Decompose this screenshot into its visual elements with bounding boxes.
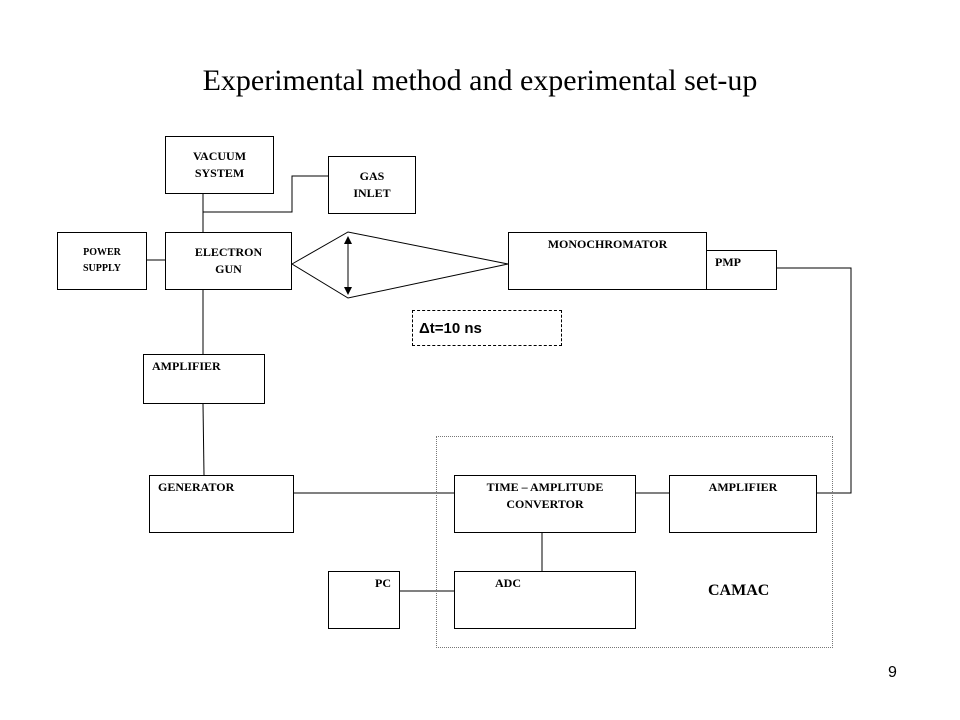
gas-inlet-box: GAS INLET — [328, 156, 416, 214]
light-path — [291, 231, 509, 299]
wire-gas-inlet — [203, 175, 328, 213]
generator-box: GENERATOR — [149, 475, 294, 533]
vacuum-system-label: VACUUM SYSTEM — [192, 149, 247, 180]
adc-box: ADC — [454, 571, 636, 629]
page-number: 9 — [888, 664, 897, 681]
adc-label: ADC — [495, 576, 521, 590]
amplifier-left-label: AMPLIFIER — [152, 359, 221, 373]
camac-label: CAMAC — [708, 582, 770, 599]
tac-box: TIME – AMPLITUDE CONVERTOR — [454, 475, 636, 533]
power-supply-box: POWER SUPPLY — [57, 232, 147, 290]
pmp-box: PMP — [706, 250, 777, 290]
delta-t-label: Δt=10 ns — [412, 310, 562, 346]
amplifier-right-label: AMPLIFIER — [708, 480, 778, 494]
pc-label: PC — [375, 576, 391, 590]
pmp-label: PMP — [715, 255, 741, 269]
generator-label: GENERATOR — [158, 480, 235, 494]
amplifier-left-box: AMPLIFIER — [143, 354, 265, 404]
tac-label: TIME – AMPLITUDE CONVERTOR — [486, 480, 604, 511]
monochromator-label: MONOCHROMATOR — [547, 237, 668, 251]
electron-gun-label: ELECTRON GUN — [194, 245, 263, 276]
gas-inlet-label: GAS INLET — [353, 169, 391, 200]
pc-box: PC — [328, 571, 400, 629]
wire-amplifier-generator — [202, 403, 205, 476]
monochromator-box: MONOCHROMATOR — [508, 232, 707, 290]
electron-gun-box: ELECTRON GUN — [165, 232, 292, 290]
vacuum-system-box: VACUUM SYSTEM — [165, 136, 274, 194]
power-supply-label: POWER SUPPLY — [83, 247, 121, 274]
wire-pmp-amplifier — [777, 267, 852, 494]
page-title: Experimental method and experimental set… — [202, 64, 758, 97]
amplifier-right-box: AMPLIFIER — [669, 475, 817, 533]
camac-frame — [436, 436, 833, 648]
